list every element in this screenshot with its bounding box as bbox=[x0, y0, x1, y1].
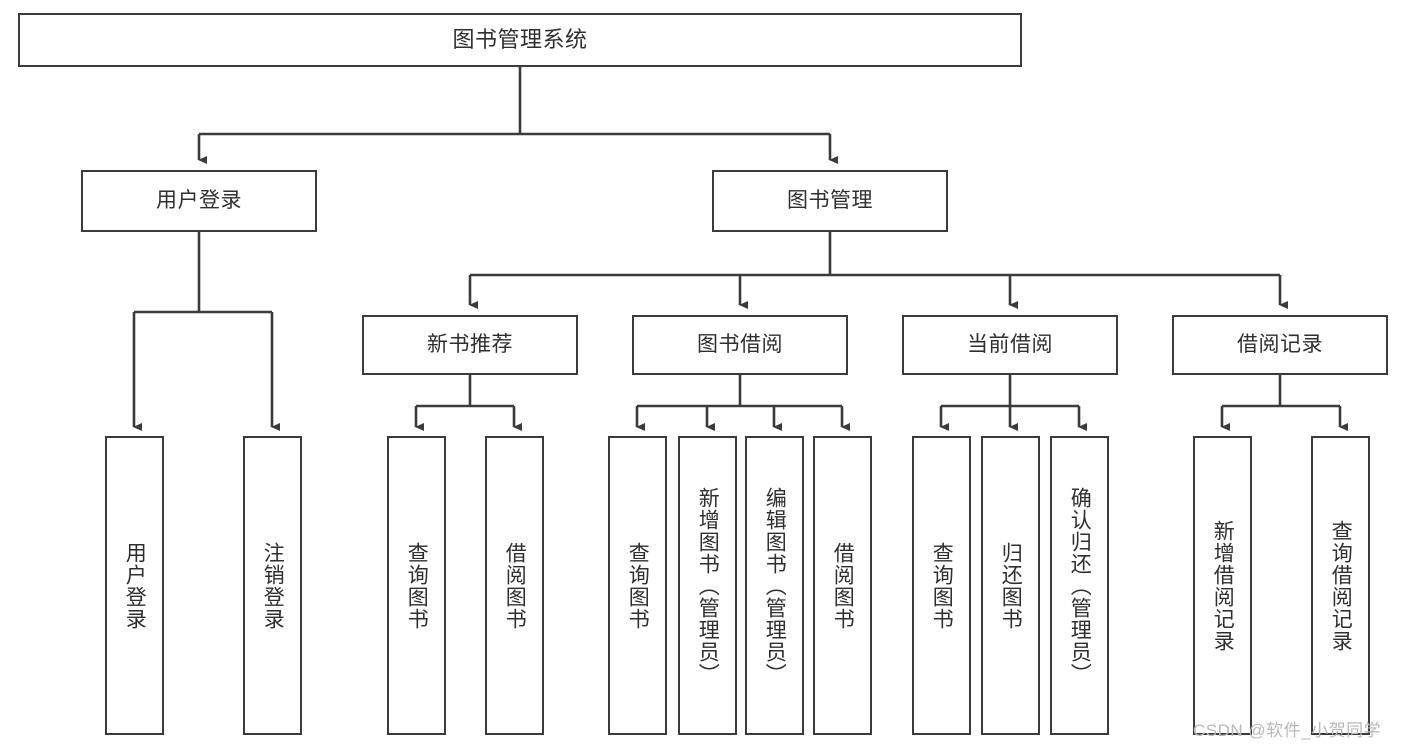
node-label: 新增借阅记录 bbox=[1211, 519, 1235, 652]
leaf-query-book-current[interactable]: 查询图书 bbox=[912, 436, 971, 735]
node-label: 用户登录 bbox=[156, 188, 242, 212]
node-label: 归还图书 bbox=[999, 541, 1023, 630]
node-label: 借阅图书 bbox=[831, 541, 855, 630]
node-current-borrow[interactable]: 当前借阅 bbox=[902, 315, 1118, 375]
node-label: 编辑图书（管理员） bbox=[763, 486, 787, 685]
node-label: 查询借阅记录 bbox=[1329, 519, 1353, 652]
node-new-book-recommend[interactable]: 新书推荐 bbox=[362, 315, 578, 375]
node-label: 图书管理系统 bbox=[452, 27, 588, 53]
leaf-return-book[interactable]: 归还图书 bbox=[981, 436, 1040, 735]
leaf-confirm-return-admin[interactable]: 确认归还（管理员） bbox=[1050, 436, 1109, 735]
node-label: 当前借阅 bbox=[967, 332, 1053, 356]
leaf-query-book-new[interactable]: 查询图书 bbox=[387, 436, 446, 735]
node-borrow-record[interactable]: 借阅记录 bbox=[1172, 315, 1388, 375]
node-label: 借阅图书 bbox=[503, 541, 527, 630]
node-user-login[interactable]: 用户登录 bbox=[81, 170, 317, 232]
node-label: 确认归还（管理员） bbox=[1068, 486, 1092, 685]
node-book-borrow[interactable]: 图书借阅 bbox=[632, 315, 848, 375]
node-label: 用户登录 bbox=[123, 541, 147, 630]
leaf-query-book-borrow[interactable]: 查询图书 bbox=[608, 436, 667, 735]
leaf-logout[interactable]: 注销登录 bbox=[243, 436, 302, 735]
node-label: 注销登录 bbox=[261, 541, 285, 630]
leaf-borrow-book-new[interactable]: 借阅图书 bbox=[485, 436, 544, 735]
leaf-borrow-book[interactable]: 借阅图书 bbox=[813, 436, 872, 735]
node-book-management[interactable]: 图书管理 bbox=[712, 170, 948, 232]
node-label: 图书管理 bbox=[787, 188, 873, 212]
node-label: 借阅记录 bbox=[1237, 332, 1323, 356]
leaf-user-login[interactable]: 用户登录 bbox=[105, 436, 164, 735]
node-label: 查询图书 bbox=[405, 541, 429, 630]
node-label: 查询图书 bbox=[626, 541, 650, 630]
node-label: 新书推荐 bbox=[427, 332, 513, 356]
leaf-edit-book-admin[interactable]: 编辑图书（管理员） bbox=[745, 436, 804, 735]
leaf-add-book-admin[interactable]: 新增图书（管理员） bbox=[678, 436, 737, 735]
node-root[interactable]: 图书管理系统 bbox=[18, 13, 1022, 67]
node-label: 新增图书（管理员） bbox=[696, 486, 720, 685]
node-label: 图书借阅 bbox=[697, 332, 783, 356]
node-label: 查询图书 bbox=[930, 541, 954, 630]
leaf-query-borrow-record[interactable]: 查询借阅记录 bbox=[1311, 436, 1370, 735]
leaf-add-borrow-record[interactable]: 新增借阅记录 bbox=[1193, 436, 1252, 735]
